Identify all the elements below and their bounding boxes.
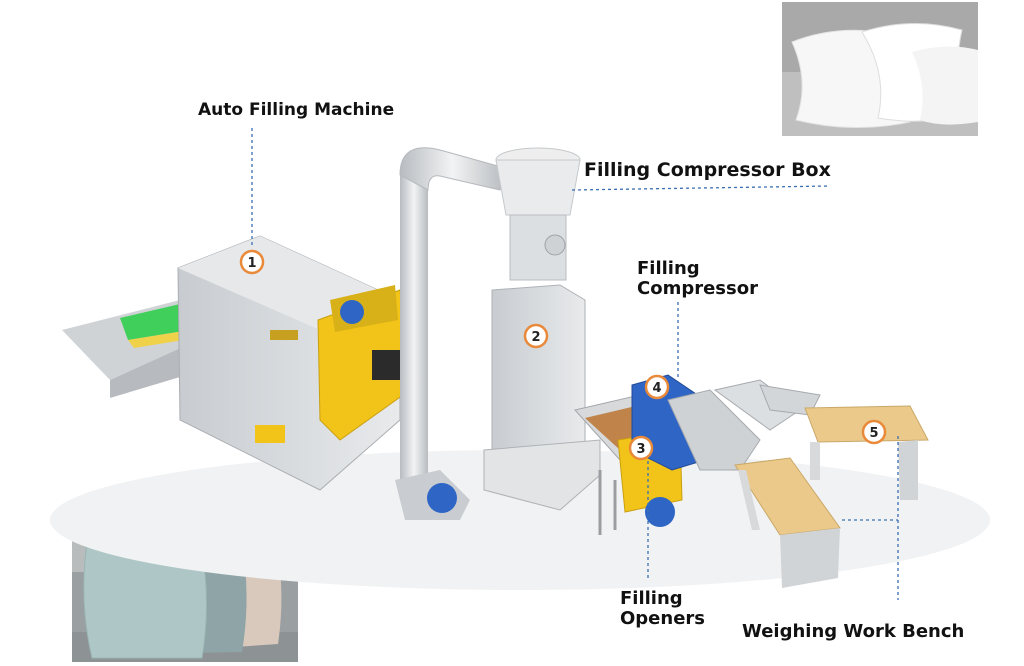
transport-pipe (395, 147, 506, 520)
label-filling-compressor-line2: Compressor (637, 278, 758, 300)
label-filling-compressor-line1: Filling (637, 258, 700, 279)
marker-circle-5 (861, 419, 887, 445)
label-filling-openers-line1: Filling (620, 588, 683, 609)
weighing-work-bench (734, 405, 929, 588)
label-weighing-work-bench: Weighing Work Bench (742, 621, 965, 642)
motor-blue (340, 300, 364, 324)
marker-group: 1 2 3 4 5 (239, 249, 887, 461)
marker-number-1: 1 (247, 256, 256, 271)
label-filling-openers: Filling Openers (620, 588, 706, 630)
marker-circle-2 (523, 323, 549, 349)
marker-4: 4 (644, 374, 670, 400)
white-pillows-photo (782, 2, 978, 136)
white-pillows-illustration (782, 2, 978, 136)
marker-circle-1 (239, 249, 265, 275)
label-auto-filling-machine: Auto Filling Machine (198, 100, 395, 120)
auto-filling-machine (62, 235, 411, 491)
label-filling-compressor-box: Filling Compressor Box (584, 159, 831, 181)
marker-1: 1 (239, 249, 265, 275)
label-filling-openers-line2: Openers (620, 608, 706, 630)
filling-compressor-box (483, 147, 601, 511)
marker-number-5: 5 (869, 426, 878, 441)
marker-circle-4 (644, 374, 670, 400)
leader-lines (251, 128, 899, 600)
marker-2: 2 (523, 323, 549, 349)
marker-3: 3 (628, 435, 654, 461)
marker-number-3: 3 (636, 442, 645, 457)
opener-motor (645, 497, 675, 527)
marker-number-4: 4 (652, 381, 661, 396)
marker-number-2: 2 (531, 330, 540, 345)
marker-circle-3 (628, 435, 654, 461)
label-filling-compressor: Filling Compressor (637, 258, 758, 300)
fan-motor (427, 483, 457, 513)
marker-5: 5 (861, 419, 887, 445)
